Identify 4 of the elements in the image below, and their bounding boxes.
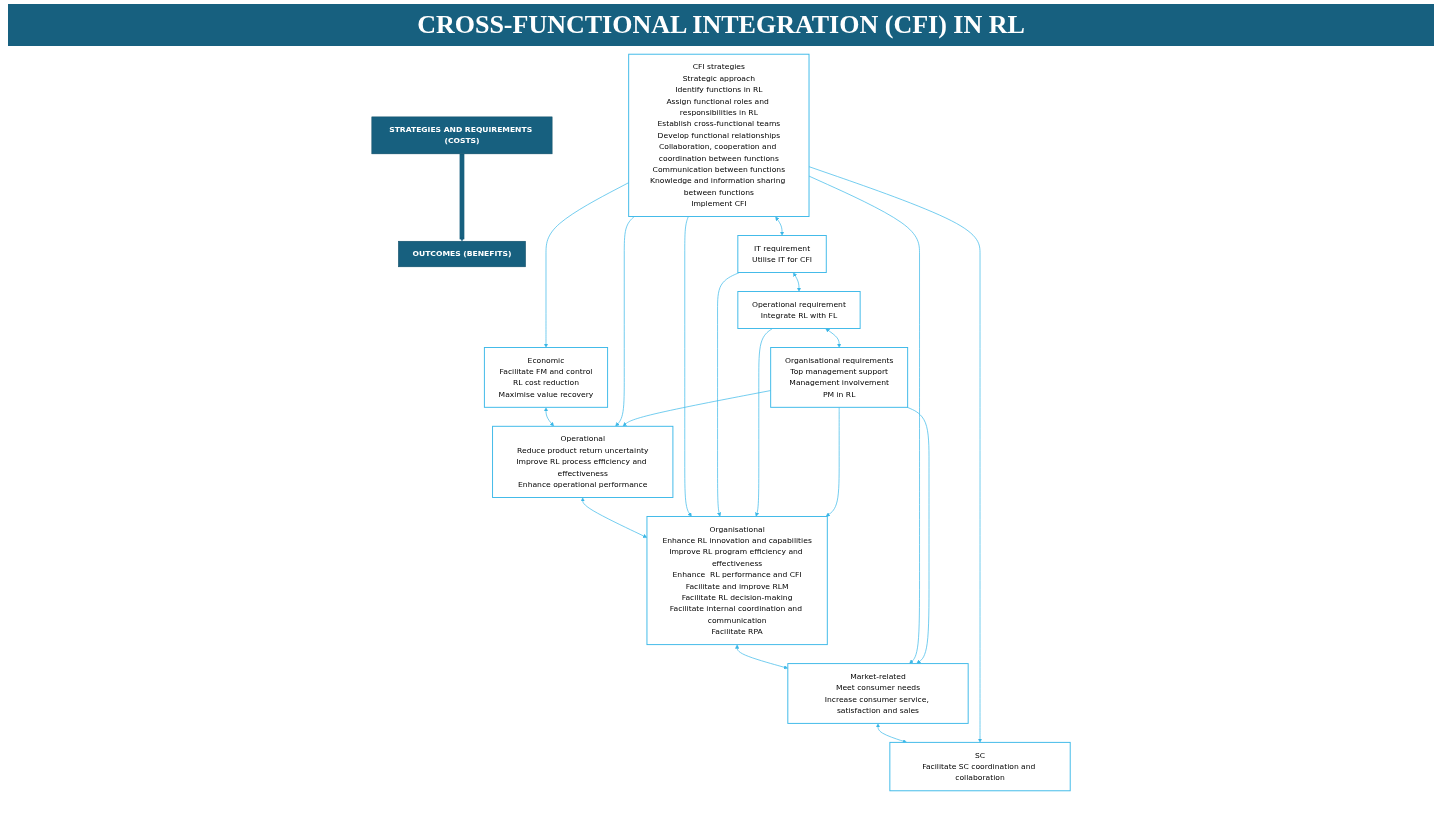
arrow	[459, 153, 465, 242]
title-banner: CROSS-FUNCTIONAL INTEGRATION (CFI) IN RL	[8, 4, 1434, 46]
arrow	[793, 272, 802, 292]
arrow	[775, 216, 785, 236]
